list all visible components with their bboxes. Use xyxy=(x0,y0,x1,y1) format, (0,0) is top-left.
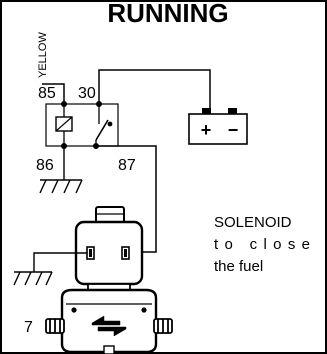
solenoid-valve xyxy=(45,206,173,354)
title: RUNNING xyxy=(107,0,228,28)
solenoid-note-line-1: SOLENOID xyxy=(214,214,292,231)
pin-87-label: 87 xyxy=(118,157,136,174)
battery: + − xyxy=(188,108,248,145)
ground-symbol-solenoid xyxy=(13,252,87,286)
solenoid-note-line-3: the fuel xyxy=(214,258,263,275)
battery-feed-wire xyxy=(98,69,211,108)
pin-30-label: 30 xyxy=(78,85,96,102)
yellow-wire-label: YELLOW xyxy=(37,32,49,78)
yellow-wire xyxy=(42,83,65,104)
left-port-fitting xyxy=(45,318,65,334)
pin-85-label: 85 xyxy=(38,85,56,102)
relay-switch-arm xyxy=(95,119,109,141)
solenoid-note-line-2: to close xyxy=(214,236,310,253)
relay xyxy=(45,101,119,149)
pin-30-terminal xyxy=(96,101,102,107)
flow-direction-icon xyxy=(91,315,127,337)
solenoid-top-cap xyxy=(95,206,125,224)
battery-body xyxy=(188,113,248,145)
pin-86-label: 86 xyxy=(36,157,54,174)
battery-plus-sign: + xyxy=(201,120,212,140)
connector-number-label: 7 xyxy=(24,319,33,336)
right-port-fitting xyxy=(153,318,173,334)
relay-housing xyxy=(45,103,119,147)
ground-symbol-86 xyxy=(39,146,83,194)
pin-85-terminal xyxy=(61,101,67,107)
battery-minus-sign: − xyxy=(228,120,239,140)
